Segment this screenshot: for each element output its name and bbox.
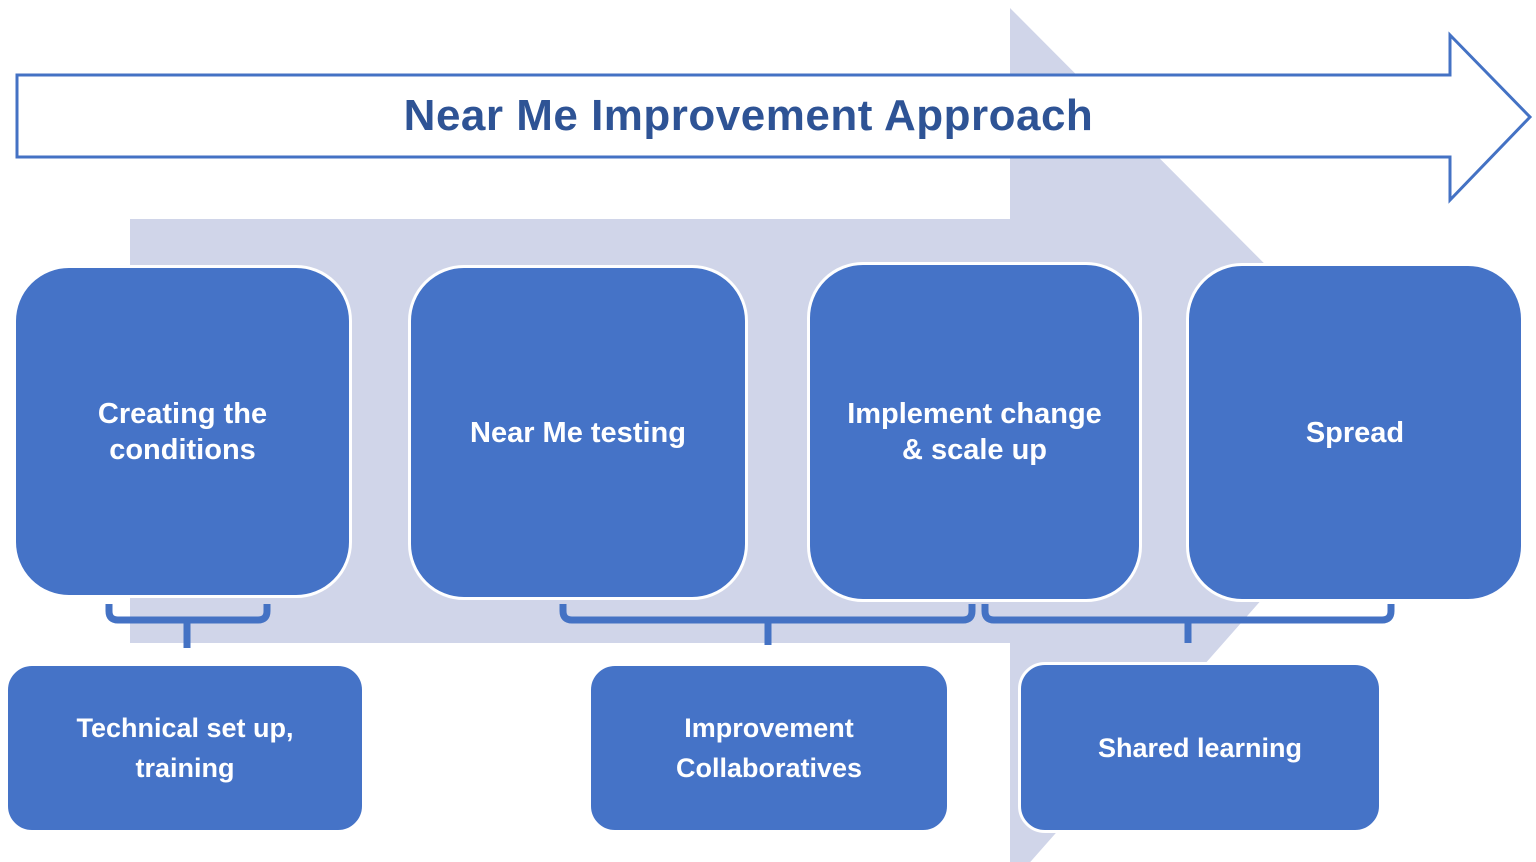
stage-label: Implement change & scale up <box>847 398 1102 466</box>
support-label: Technical set up, training <box>76 713 294 783</box>
stage-label: Near Me testing <box>470 416 686 449</box>
support-box-improvement-collaboratives: Improvement Collaboratives <box>588 663 950 833</box>
support-label: Improvement Collaboratives <box>675 713 863 783</box>
stage-box-implement-change-scale-up: Implement change & scale up <box>807 262 1142 602</box>
bracket-creating-conditions <box>105 604 271 648</box>
stage-box-creating-the-conditions: Creating the conditions <box>13 265 352 598</box>
stage-box-near-me-testing: Near Me testing <box>408 265 748 600</box>
stage-label: Creating the conditions <box>97 397 268 466</box>
stage-box-spread: Spread <box>1186 263 1524 602</box>
support-box-shared-learning: Shared learning <box>1018 662 1382 833</box>
stage-label: Spread <box>1305 416 1405 449</box>
support-label: Shared learning <box>1097 732 1303 763</box>
bracket-testing-implement <box>559 604 976 645</box>
banner-outline-arrow <box>15 31 1533 204</box>
bracket-scaleup-spread <box>981 604 1395 643</box>
support-box-technical-setup-training: Technical set up, training <box>5 663 365 833</box>
light-block-arrow <box>130 8 1420 862</box>
page-title-text: Near Me Improvement Approach <box>403 91 1094 140</box>
page-title: Near Me Improvement Approach <box>17 75 1450 157</box>
